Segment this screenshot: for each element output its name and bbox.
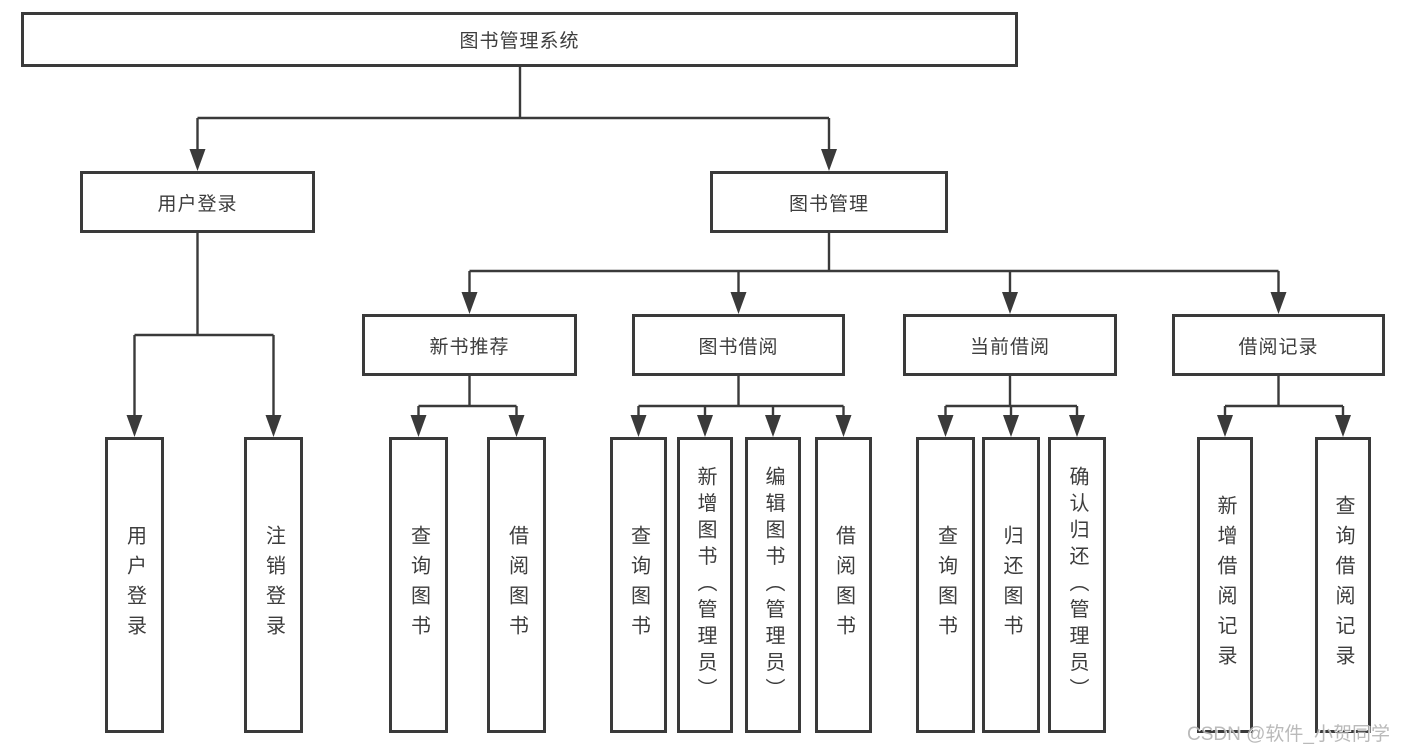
leaf-current-query-books: 查询图书 — [916, 437, 975, 733]
node-book-management: 图书管理 — [710, 171, 948, 233]
leaf-records-query-record: 查询借阅记录 — [1315, 437, 1371, 733]
leaf-logout: 注销登录 — [244, 437, 303, 733]
leaf-recommend-borrow-books: 借阅图书 — [487, 437, 546, 733]
leaf-borrow-add-books-admin-label: 新增图书（管理员） — [694, 465, 716, 705]
leaf-borrow-borrow-books: 借阅图书 — [815, 437, 872, 733]
node-current-borrow: 当前借阅 — [903, 314, 1117, 376]
leaf-records-add-record: 新增借阅记录 — [1197, 437, 1253, 733]
leaf-logout-label: 注销登录 — [262, 525, 285, 645]
leaf-borrow-query-books: 查询图书 — [610, 437, 667, 733]
leaf-borrow-edit-books-admin-label: 编辑图书（管理员） — [762, 465, 784, 705]
node-user-login: 用户登录 — [80, 171, 315, 233]
leaf-current-return-books-label: 归还图书 — [1000, 525, 1022, 645]
node-new-book-recommend: 新书推荐 — [362, 314, 577, 376]
leaf-current-return-books: 归还图书 — [982, 437, 1040, 733]
leaf-user-login: 用户登录 — [105, 437, 164, 733]
leaf-records-add-record-label: 新增借阅记录 — [1214, 495, 1236, 675]
leaf-borrow-edit-books-admin: 编辑图书（管理员） — [745, 437, 801, 733]
csdn-watermark: CSDN @软件_小贺同学 — [1187, 724, 1390, 745]
node-borrow-records: 借阅记录 — [1172, 314, 1385, 376]
node-book-borrow: 图书借阅 — [632, 314, 845, 376]
leaf-current-confirm-return-admin-label: 确认归还（管理员） — [1066, 465, 1088, 705]
node-book-management-system: 图书管理系统 — [21, 12, 1018, 67]
leaf-recommend-query-books-label: 查询图书 — [407, 525, 430, 645]
leaf-borrow-borrow-books-label: 借阅图书 — [832, 525, 855, 645]
leaf-recommend-query-books: 查询图书 — [389, 437, 448, 733]
leaf-current-query-books-label: 查询图书 — [934, 525, 957, 645]
leaf-user-login-label: 用户登录 — [123, 525, 146, 645]
leaf-recommend-borrow-books-label: 借阅图书 — [505, 525, 528, 645]
leaf-borrow-query-books-label: 查询图书 — [627, 525, 650, 645]
leaf-borrow-add-books-admin: 新增图书（管理员） — [677, 437, 733, 733]
leaf-current-confirm-return-admin: 确认归还（管理员） — [1048, 437, 1106, 733]
leaf-records-query-record-label: 查询借阅记录 — [1332, 495, 1354, 675]
